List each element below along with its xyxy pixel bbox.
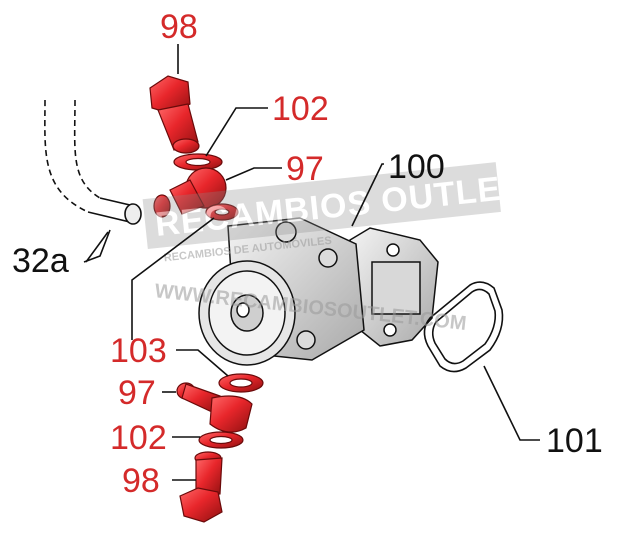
gasket [423,281,504,373]
water-pump [198,217,439,366]
top-bolt [149,75,200,154]
callout-97-bottom: 97 [118,374,156,412]
leader-lines [85,44,540,481]
top-seal [205,203,239,221]
top-washer [173,153,223,171]
callout-98-top: 98 [160,8,198,46]
callout-101: 101 [546,422,603,460]
callout-97-top: 97 [286,150,324,188]
top-elbow [153,167,227,218]
callout-100: 100 [388,148,445,186]
bottom-elbow [176,382,253,433]
callout-32a: 32a [12,242,69,280]
bottom-washer [198,431,244,449]
callout-103-top: 103 [110,332,167,370]
bottom-bolt [179,451,223,523]
callout-102-bottom: 102 [110,419,167,457]
callout-102-top: 102 [272,90,329,128]
hose-32a [44,99,142,263]
bottom-seal [218,373,264,393]
callout-98-bottom: 98 [122,462,160,500]
